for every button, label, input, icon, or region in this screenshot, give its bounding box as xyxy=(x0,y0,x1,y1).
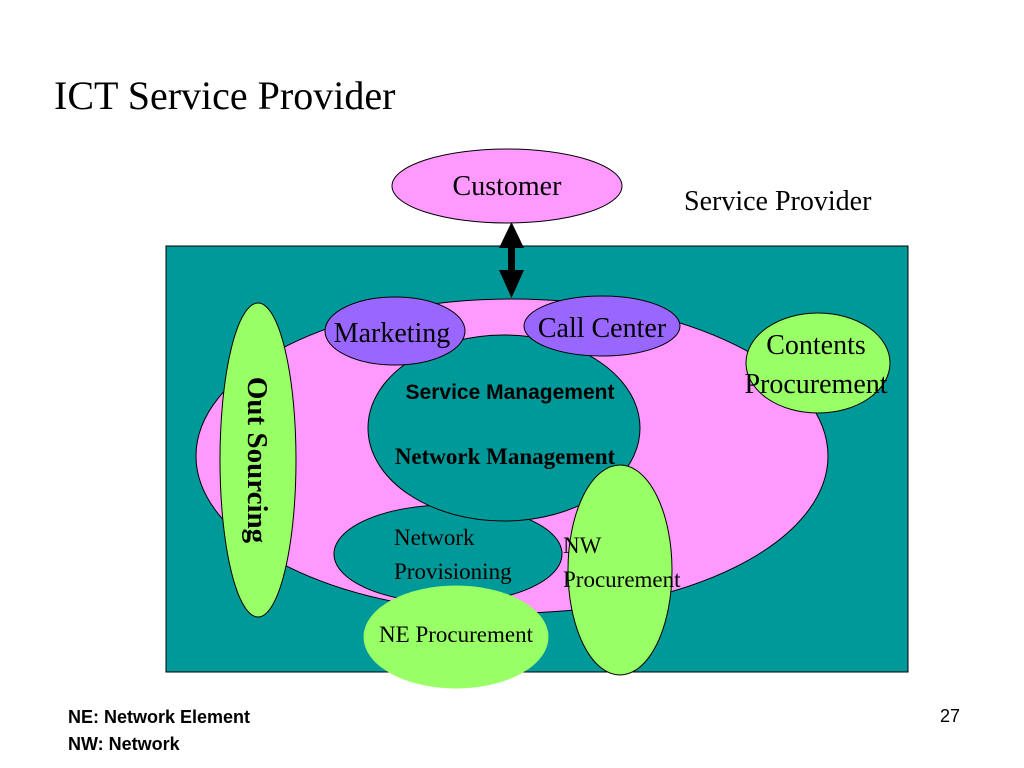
out-sourcing-label: Out Sourcing xyxy=(241,377,273,544)
nw-label: NW xyxy=(563,533,602,558)
ne-procurement-label: NE Procurement xyxy=(379,622,534,647)
double-arrow-icon xyxy=(499,222,524,298)
contents-procurement-label: Procurement xyxy=(744,369,887,400)
legend-ne: NE: Network Element xyxy=(68,707,251,727)
service-provider-label: Service Provider xyxy=(684,186,872,217)
management-oval xyxy=(367,334,641,522)
network-management-label: Network Management xyxy=(395,444,616,469)
slide-title: ICT Service Provider xyxy=(54,73,396,118)
provisioning-label: Provisioning xyxy=(394,559,512,584)
marketing-oval xyxy=(324,296,466,366)
call-center-oval xyxy=(523,295,681,357)
call-center-label: Call Center xyxy=(538,313,667,344)
contents-procurement-oval xyxy=(745,312,891,414)
legend: NE: Network Element NW: Network xyxy=(68,704,250,758)
nw-procurement-oval xyxy=(567,464,673,676)
nw-procurement-label: Procurement xyxy=(563,567,681,592)
ne-procurement-oval xyxy=(363,585,549,689)
customer-label: Customer xyxy=(453,171,563,202)
page-number: 27 xyxy=(940,706,961,726)
legend-nw: NW: Network xyxy=(68,734,180,754)
marketing-label: Marketing xyxy=(334,318,451,349)
contents-label: Contents xyxy=(766,330,866,361)
service-management-label: Service Management xyxy=(406,381,615,404)
out-sourcing-oval xyxy=(219,302,297,618)
network-label: Network xyxy=(394,525,475,550)
customer-oval xyxy=(391,148,623,224)
